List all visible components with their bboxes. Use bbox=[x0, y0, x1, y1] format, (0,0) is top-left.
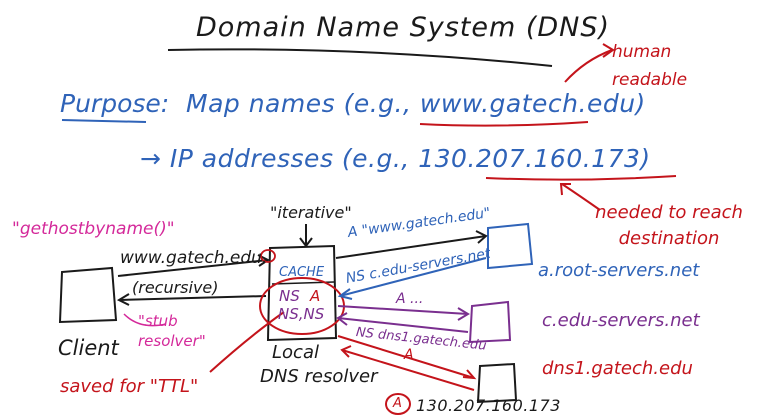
human-readable-note: human readable bbox=[612, 38, 732, 94]
msg-query-gatech: A bbox=[404, 347, 414, 363]
gethostbyname-note: "gethostbyname()" bbox=[12, 219, 175, 239]
page-title: Domain Name System (DNS) bbox=[196, 12, 611, 43]
root-server-label: a.root-servers.net bbox=[538, 260, 700, 281]
root-server-box bbox=[487, 222, 534, 270]
client-label: Client bbox=[58, 336, 119, 360]
client-query-arrow bbox=[117, 259, 269, 277]
trailing-dot-circle bbox=[260, 249, 276, 263]
resolver-label-line-1: Local bbox=[272, 342, 319, 363]
msg-query-edu: A ... bbox=[396, 291, 424, 307]
stub-resolver-note: "stub resolver" bbox=[138, 311, 218, 351]
msg-answer-ip: 130.207.160.173 bbox=[416, 396, 561, 415]
human-readable-text: human readable bbox=[612, 42, 688, 90]
answer-a-circle bbox=[385, 393, 411, 415]
needed-to-reach-note: needed to reach destination bbox=[574, 200, 764, 252]
client-query: www.gatech.edu. bbox=[120, 248, 268, 268]
client-mode: (recursive) bbox=[132, 278, 219, 297]
edu-query-arrow bbox=[337, 305, 469, 315]
resolver-box bbox=[266, 244, 338, 342]
edu-server-label: c.edu-servers.net bbox=[542, 310, 700, 331]
iterative-note: "iterative" bbox=[270, 203, 352, 222]
root-query-arrow bbox=[335, 235, 487, 259]
purpose-line-1: Map names (e.g., www.gatech.edu) bbox=[186, 89, 646, 118]
edu-server-box bbox=[468, 300, 512, 344]
cache-label: CACHE bbox=[279, 265, 325, 280]
saved-for-ttl-note: saved for "TTL" bbox=[60, 376, 199, 397]
name-underline bbox=[419, 121, 589, 127]
ttl-pointer bbox=[209, 311, 285, 373]
human-readable-arrow bbox=[564, 49, 613, 83]
gatech-server-label: dns1.gatech.edu bbox=[542, 358, 693, 379]
cache-ns-entry: NS bbox=[279, 287, 300, 305]
gatech-query-arrow bbox=[337, 335, 475, 379]
msg-answer-label: A bbox=[393, 396, 402, 411]
root-referral-arrow bbox=[339, 257, 487, 297]
gatech-answer-arrow bbox=[341, 349, 475, 391]
needed-to-reach-text: needed to reach destination bbox=[595, 202, 743, 249]
purpose-underline bbox=[61, 119, 147, 123]
stub-resolver-text: "stub resolver" bbox=[138, 312, 206, 350]
gatech-server-box bbox=[476, 362, 518, 404]
ip-underline bbox=[485, 175, 677, 181]
cache-ns-ns-entry: NS,NS bbox=[278, 305, 325, 323]
stub-resolver-pointer bbox=[123, 313, 167, 327]
client-box bbox=[58, 266, 118, 324]
cache-a-entry: A bbox=[310, 287, 321, 305]
client-response-arrow bbox=[119, 295, 267, 301]
edu-referral-arrow bbox=[337, 317, 469, 333]
title-underline bbox=[167, 48, 553, 67]
purpose-line-2: → IP addresses (e.g., 130.207.160.173) bbox=[140, 144, 651, 173]
needed-to-arrow bbox=[561, 183, 601, 211]
resolver-label-line-2: DNS resolver bbox=[260, 366, 378, 387]
purpose-label: Purpose: bbox=[60, 89, 170, 118]
